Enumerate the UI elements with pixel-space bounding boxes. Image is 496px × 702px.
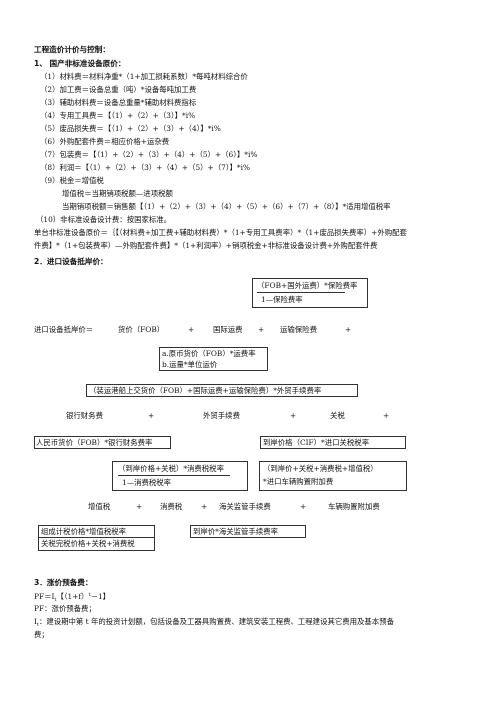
row3-term: 消费税 <box>160 502 183 511</box>
row2-plus: + <box>290 411 297 420</box>
vat-box-lower: 关税完税价格+关税+消费税 <box>38 538 155 551</box>
insurance-numerator: （FOB+国外运费）*保险费率 <box>257 281 358 290</box>
row2-term: 关税 <box>330 411 345 420</box>
trade-fee-formula: （装运港船上交货价（FOB）+国际运费+运输保险费）*外贸手续费率 <box>89 386 322 395</box>
section1-heading: 1、 国产非标准设备原价： <box>34 59 126 68</box>
list-item: 增值税＝当期销项税额—进项税额 <box>62 189 173 198</box>
list-item: （4）专用工具费＝【（1）+（2）+（3）】*i% <box>40 111 196 120</box>
row3-plus: + <box>201 502 208 511</box>
consumption-denominator: 1—消费税税率 <box>122 478 172 487</box>
trade-fee-box: （装运港船上交货价（FOB）+国际运费+运输保险费）*外贸手续费率 <box>86 384 358 397</box>
pf-definition: PF：涨价预备费； <box>34 604 96 613</box>
customs-fee-formula: 到岸价*海关监管手续费率 <box>193 527 278 536</box>
list-item: （5）废品损失费＝【（1）+（2）+（3）+（4）】*i% <box>40 124 221 133</box>
freight-a: a.原币货价（FOB）*运费率 <box>162 349 256 358</box>
list-item: （10）非标准设备设计费：按国家标准。 <box>36 215 172 224</box>
pf-formula-end: －1】 <box>90 592 111 601</box>
row3-plus: + <box>300 502 307 511</box>
list-item: （3）辅助材料费＝设备总重量*辅助材料费指标 <box>40 98 197 107</box>
row1-plus: + <box>188 325 195 334</box>
formula-line: 单台非标准设备原价＝｛【（材料费+加工费+辅助材料费）*（1+专用工具费率）*（… <box>34 228 407 237</box>
bank-fee-formula: 人民币货价（FOB）*银行财务费率 <box>36 438 153 447</box>
row2-term: 外贸手续费 <box>203 411 240 420</box>
row3-plus: + <box>136 502 143 511</box>
it-definition-cont: 费； <box>34 630 49 639</box>
fraction-bar <box>118 475 230 476</box>
vat-base-formula: 关税完税价格+关税+消费税 <box>41 539 135 548</box>
list-item: （6）外购配套件费＝相应价格+运杂费 <box>40 137 170 146</box>
row1-term: 货价（FOB） <box>118 325 165 334</box>
row3-term: 海关监管手续费 <box>219 502 271 511</box>
it-text: ：建设期中第 t 年的投资计划额，包括设备及工器具购置费、建筑安装工程费、工程建… <box>38 617 394 626</box>
row3-term: 车辆购置附加费 <box>328 502 380 511</box>
tariff-formula: 到岸价格（CIF）*进口关税税率 <box>263 438 370 447</box>
row2-term: 银行财务费 <box>66 411 103 420</box>
row2-plus: + <box>383 411 390 420</box>
it-definition: It：建设期中第 t 年的投资计划额，包括设备及工器具购置费、建筑安装工程费、工… <box>34 617 394 630</box>
section3-heading: 3．涨价预备费： <box>34 578 93 587</box>
freight-b: b.运量*单位运价 <box>162 360 218 369</box>
fraction-bar <box>257 292 345 293</box>
row1-plus: + <box>258 325 265 334</box>
pf-formula-sub: t <box>54 597 57 603</box>
pf-formula-lhs: PF＝I <box>34 592 55 601</box>
vat-box-upper: 组成计税价格*增值税税率 <box>38 525 155 538</box>
list-item: 当期销项税额＝销售额【（1）+（2）+（3）+（4）+（5）+（6）+（7）+（… <box>62 202 391 211</box>
insurance-denominator: 1—保险费率 <box>261 295 303 304</box>
row1-plus: + <box>345 325 352 334</box>
row3-term: 增值税 <box>88 502 111 511</box>
surcharge-line1: （到岸价+关税+消费税+增值税） <box>263 464 378 473</box>
vehicle-surcharge-box: （到岸价+关税+消费税+增值税） *进口车辆购置附加费 <box>259 461 407 491</box>
tariff-box: 到岸价格（CIF）*进口关税税率 <box>260 436 406 449</box>
row2-plus: + <box>148 411 155 420</box>
it-sub: t <box>36 622 39 628</box>
list-item: （2）加工费＝设备总重（吨）*设备每吨加工费 <box>40 85 197 94</box>
it-symbol: I <box>34 617 37 626</box>
surcharge-line2: *进口车辆购置附加费 <box>263 477 334 486</box>
list-item: （1）材料费＝材料净重*（1+加工损耗系数）*每吨材料综合价 <box>40 72 248 81</box>
consumption-tax-box: （到岸价格+关税）*消费税税率 1—消费税税率 <box>112 461 248 491</box>
consumption-numerator: （到岸价格+关税）*消费税税率 <box>118 464 224 473</box>
pf-formula: PF＝It【（1+f）t－1】 <box>34 591 110 605</box>
list-item: （7）包装费＝【（1）+（2）+（3）+（4）+（5）+（6）】*i% <box>40 150 258 159</box>
formula-line: 件费】*（1+包装费率）—外购配套件费】*（1+利润率）+销项税金+非标准设备设… <box>34 241 378 250</box>
pf-formula-mid: 【（1+f） <box>56 592 89 601</box>
insurance-formula-box: （FOB+国外运费）*保险费率 1—保险费率 <box>252 278 368 308</box>
freight-formula-box: a.原币货价（FOB）*运费率 b.运量*单位运价 <box>159 347 268 371</box>
pf-formula-exp: t <box>88 592 91 598</box>
row1-term: 运输保险费 <box>280 325 317 334</box>
row1-term: 国际运费 <box>213 325 243 334</box>
row1-label: 进口设备抵岸价＝ <box>34 325 94 334</box>
list-item: （8）利润＝【（1）+（2）+（3）+（4）+（5）+（7）】*i% <box>40 163 250 172</box>
doc-title: 工程造价计价与控制： <box>34 45 110 54</box>
customs-fee-box: 到岸价*海关监管手续费率 <box>190 525 306 538</box>
section2-heading: 2．进口设备抵岸价： <box>34 257 108 266</box>
list-item: （9）税金＝增值税 <box>40 176 104 185</box>
vat-formula: 组成计税价格*增值税税率 <box>41 527 126 536</box>
bank-fee-box: 人民币货价（FOB）*银行财务费率 <box>34 436 171 449</box>
